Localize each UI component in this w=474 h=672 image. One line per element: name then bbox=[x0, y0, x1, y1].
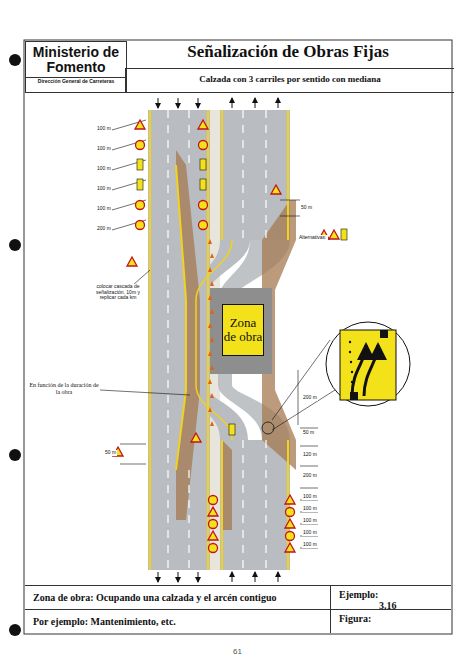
work-zone-box: Zona de obra bbox=[222, 304, 264, 356]
distance-label: 50 m bbox=[302, 430, 315, 436]
traffic-sign bbox=[208, 531, 218, 540]
distance-label: 100 m bbox=[96, 186, 112, 192]
distance-label: 100 m bbox=[302, 506, 318, 512]
note-text: En función de la duración de la obra bbox=[28, 382, 100, 395]
cone bbox=[208, 239, 212, 244]
title-box: Señalización de Obras Fijas bbox=[125, 41, 451, 69]
cone bbox=[208, 267, 212, 272]
traffic-sign bbox=[199, 141, 208, 150]
cone bbox=[210, 309, 214, 314]
cone bbox=[208, 351, 212, 356]
distance-label: 100 m bbox=[96, 166, 112, 172]
distance-label: 100 m bbox=[302, 518, 318, 524]
traffic-sign bbox=[208, 507, 218, 516]
distance-label: 100 m bbox=[96, 146, 112, 152]
traffic-sign bbox=[136, 201, 145, 210]
distance-label: 50 m bbox=[104, 450, 117, 456]
node-text: Ministerio de Fomento bbox=[26, 42, 126, 75]
traffic-sign bbox=[229, 424, 235, 435]
traffic-sign bbox=[285, 495, 295, 504]
distance-label: 200 m bbox=[96, 226, 112, 232]
note-text: colocar cascada de señalización. 10m y r… bbox=[88, 284, 148, 301]
page-number: 61 bbox=[232, 648, 243, 657]
distance-label: 120 m bbox=[302, 452, 318, 458]
traffic-sign bbox=[137, 179, 143, 190]
traffic-sign bbox=[285, 519, 295, 528]
table-cell: Zona de obra: Ocupando una calzada y el … bbox=[25, 585, 330, 609]
logo-box: Ministerio de FomentoDirección General d… bbox=[25, 41, 127, 93]
distance-label: 100 m bbox=[302, 530, 318, 536]
distance-label: 200 m bbox=[302, 473, 318, 479]
table-cell: Figura: bbox=[330, 609, 451, 633]
cone bbox=[210, 281, 214, 286]
traffic-sign bbox=[286, 532, 295, 541]
node-text: Zona de obra: Ocupando una calzada y el … bbox=[33, 592, 330, 603]
table-cell: Por ejemplo: Mantenimiento, etc. bbox=[25, 609, 330, 633]
node-text: Calzada con 3 carriles por sentido con m… bbox=[126, 74, 454, 84]
traffic-sign bbox=[341, 229, 347, 240]
node-text: Por ejemplo: Mantenimiento, etc. bbox=[33, 616, 330, 627]
title-text: Señalización de Obras Fijas bbox=[125, 41, 451, 63]
cone bbox=[210, 337, 214, 342]
distance-label: 200 m bbox=[302, 395, 318, 401]
distance-label: 100 m bbox=[302, 542, 318, 548]
cone bbox=[208, 323, 212, 328]
node-text: Ejemplo: bbox=[339, 589, 451, 600]
traffic-sign bbox=[286, 508, 295, 517]
cone bbox=[208, 407, 212, 412]
traffic-sign bbox=[200, 159, 206, 170]
traffic-sign bbox=[199, 201, 208, 210]
table-cell: Calzada con 3 carriles por sentido con m… bbox=[125, 68, 454, 93]
distance-label: 100 m bbox=[96, 206, 112, 212]
traffic-sign bbox=[136, 221, 145, 230]
distance-label: 50 m bbox=[300, 205, 313, 211]
table-cell: Ejemplo:3.16 bbox=[330, 585, 451, 611]
cone bbox=[210, 393, 214, 398]
traffic-sign bbox=[200, 179, 206, 190]
note-text: Alternativas: bbox=[298, 235, 328, 241]
distance-label: 100 m bbox=[96, 126, 112, 132]
traffic-sign bbox=[199, 221, 208, 230]
traffic-sign bbox=[285, 543, 295, 552]
traffic-sign bbox=[209, 520, 218, 529]
traffic-sign bbox=[209, 496, 218, 505]
node-text: Dirección General de Carreteras bbox=[26, 77, 126, 85]
distance-label: 100 m bbox=[302, 494, 318, 500]
cone bbox=[210, 421, 214, 426]
traffic-sign bbox=[209, 544, 218, 553]
traffic-sign bbox=[135, 120, 145, 129]
traffic-sign bbox=[191, 433, 201, 442]
traffic-sign bbox=[271, 185, 281, 194]
traffic-sign bbox=[137, 159, 143, 170]
traffic-sign bbox=[127, 257, 137, 266]
node-text: Zona de obra bbox=[223, 316, 263, 344]
traffic-sign bbox=[329, 230, 339, 239]
cone bbox=[208, 379, 212, 384]
cone bbox=[208, 295, 212, 300]
node-text: Figura: bbox=[339, 613, 451, 624]
cone bbox=[210, 365, 214, 370]
traffic-sign bbox=[198, 120, 208, 129]
traffic-sign bbox=[136, 141, 145, 150]
cone bbox=[210, 253, 214, 258]
